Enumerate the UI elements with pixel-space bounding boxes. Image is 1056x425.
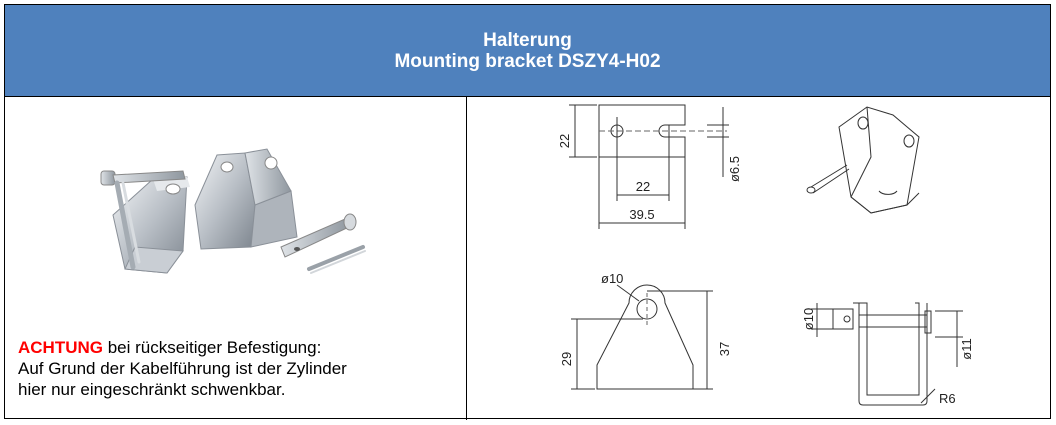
top-view-drawing: [569, 104, 729, 229]
header-bar: Halterung Mounting bracket DSZY4-H02: [5, 5, 1050, 97]
dim-total-height: 37: [717, 342, 732, 356]
column-divider: [466, 97, 467, 420]
warning-note: ACHTUNG bei rückseitiger Befestigung: Au…: [18, 337, 347, 400]
note-line1: bei rückseitiger Befestigung:: [103, 338, 322, 357]
title-german: Halterung: [483, 29, 572, 51]
bracket-right: [194, 148, 298, 250]
drawing-panel: 22 22 39.5 ø6.5: [467, 97, 1052, 420]
side-view-drawing: [811, 302, 963, 406]
loose-pin: [280, 213, 357, 258]
iso-view-drawing: [806, 106, 920, 214]
warning-label: ACHTUNG: [18, 338, 103, 357]
front-view-drawing: [571, 284, 713, 390]
dim-inner-height: 29: [559, 352, 574, 366]
cotter-pin: [307, 245, 365, 271]
note-line2: Auf Grund der Kabelführung ist der Zylin…: [18, 359, 347, 378]
dim-pin-outer: ø11: [959, 338, 974, 359]
dim-hole-spacing: 22: [636, 179, 650, 194]
photo-panel: ACHTUNG bei rückseitiger Befestigung: Au…: [5, 97, 466, 420]
dim-pin-dia: ø10: [801, 308, 816, 330]
dim-radius: R6: [939, 391, 956, 406]
title-english: Mounting bracket DSZY4-H02: [394, 50, 661, 72]
dim-width: 39.5: [629, 207, 654, 222]
dim-hole-dia: ø10: [601, 271, 623, 286]
dim-height-top: 22: [557, 134, 572, 148]
dim-slot: ø6.5: [727, 156, 742, 182]
product-sheet-frame: Halterung Mounting bracket DSZY4-H02: [4, 4, 1052, 420]
technical-drawing: 22 22 39.5 ø6.5: [557, 104, 974, 406]
product-photo: [100, 148, 366, 274]
pin-left: [100, 170, 186, 270]
note-line3: hier nur eingeschränkt schwenkbar.: [18, 380, 286, 399]
